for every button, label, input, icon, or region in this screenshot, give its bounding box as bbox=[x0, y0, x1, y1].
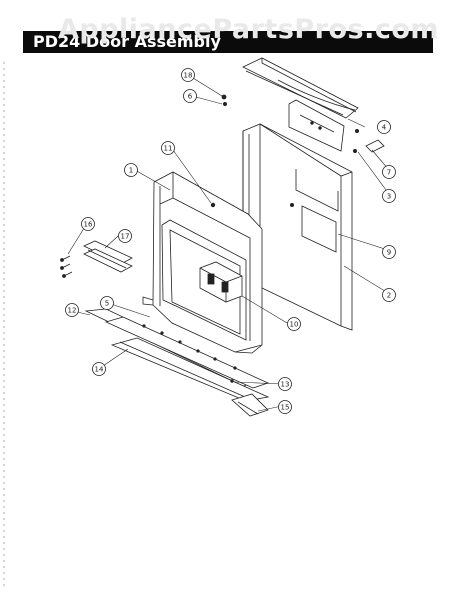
screws bbox=[60, 255, 73, 278]
callout-1-label: 1 bbox=[129, 167, 133, 175]
callout-6-label: 6 bbox=[188, 93, 193, 101]
callout-7-label: 7 bbox=[387, 169, 391, 177]
title-bar: PD24 Door Assembly bbox=[23, 31, 433, 53]
clip bbox=[365, 139, 385, 153]
callout-1: 1 bbox=[124, 163, 138, 177]
control-panel-bracket bbox=[288, 99, 345, 152]
page-edge-dots bbox=[3, 60, 5, 590]
callout-10: 10 bbox=[287, 317, 301, 331]
callout-3: 3 bbox=[382, 189, 396, 203]
callout-18-label: 18 bbox=[184, 72, 193, 80]
vent-module bbox=[199, 261, 243, 303]
page-title: PD24 Door Assembly bbox=[33, 32, 221, 51]
callout-2-label: 2 bbox=[387, 292, 391, 300]
callout-4: 4 bbox=[377, 120, 391, 134]
small-hardware bbox=[210, 94, 359, 383]
callout-12-label: 12 bbox=[68, 307, 77, 315]
callout-17: 17 bbox=[118, 229, 132, 243]
inner-door-frame bbox=[142, 171, 263, 354]
callout-13: 13 bbox=[278, 377, 292, 391]
callout-6: 6 bbox=[183, 89, 197, 103]
callout-2: 2 bbox=[382, 288, 396, 302]
callout-9-label: 9 bbox=[387, 249, 391, 257]
callout-5-label: 5 bbox=[105, 300, 109, 308]
callout-13-label: 13 bbox=[281, 381, 290, 389]
callout-14: 14 bbox=[92, 362, 106, 376]
callout-18: 18 bbox=[181, 68, 195, 82]
callout-14-label: 14 bbox=[95, 366, 104, 374]
callout-17-label: 17 bbox=[121, 233, 130, 241]
callout-15: 15 bbox=[278, 400, 292, 414]
watermark: AppliancePartsPros.com bbox=[58, 14, 440, 45]
callout-11: 11 bbox=[161, 141, 175, 155]
bottom-channel bbox=[84, 308, 270, 402]
top-trim-strip bbox=[242, 57, 359, 119]
callout-16: 16 bbox=[81, 217, 95, 231]
callout-16-label: 16 bbox=[84, 221, 93, 229]
callout-5: 5 bbox=[100, 296, 114, 310]
hinge-bracket bbox=[83, 240, 133, 273]
callout-12: 12 bbox=[65, 303, 79, 317]
callout-11-label: 11 bbox=[164, 145, 173, 153]
callout-7: 7 bbox=[382, 165, 396, 179]
leader-lines bbox=[67, 77, 390, 412]
callout-9: 9 bbox=[382, 245, 396, 259]
callout-10-label: 10 bbox=[290, 321, 299, 329]
callout-3-label: 3 bbox=[387, 193, 391, 201]
callout-4-label: 4 bbox=[382, 124, 387, 132]
callout-15-label: 15 bbox=[281, 404, 290, 412]
